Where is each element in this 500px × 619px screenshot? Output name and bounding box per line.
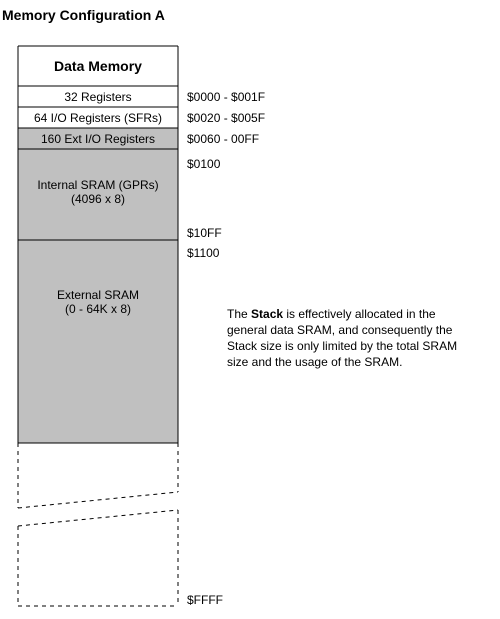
address-internal-sram-start: $0100	[187, 157, 221, 171]
stack-note: The Stack is effectively allocated in th…	[227, 306, 477, 370]
external-sram-size: (0 - 64K x 8)	[64, 302, 132, 316]
memory-map-dashed-extension	[17, 443, 179, 607]
data-memory-header: Data Memory	[54, 58, 142, 74]
region-ext-io-registers: 160 Ext I/O Registers	[40, 132, 156, 146]
internal-sram-label: Internal SRAM (GPRs)	[37, 178, 159, 192]
address-end: $FFFF	[187, 593, 223, 607]
address-internal-sram-end: $10FF	[187, 226, 222, 240]
internal-sram-size: (4096 x 8)	[70, 192, 126, 206]
region-io-registers: 64 I/O Registers (SFRs)	[33, 111, 163, 125]
ext-io-region-fill	[18, 128, 178, 443]
stack-note-suffix: is effectively allocated in the general …	[227, 307, 458, 369]
region-external-sram: External SRAM (0 - 64K x 8)	[18, 288, 178, 316]
stack-note-prefix: The	[227, 307, 252, 321]
address-32-registers: $0000 - $001F	[187, 90, 266, 104]
region-internal-sram: Internal SRAM (GPRs) (4096 x 8)	[18, 178, 178, 206]
stack-note-bold: Stack	[251, 307, 284, 321]
region-32-registers: 32 Registers	[64, 90, 132, 104]
address-io-registers: $0020 - $005F	[187, 111, 266, 125]
address-external-sram-start: $1100	[187, 246, 220, 260]
external-sram-label: External SRAM	[56, 288, 140, 302]
address-ext-io-registers: $0060 - 00FF	[187, 132, 260, 146]
memory-map-outline	[17, 45, 179, 444]
page-title: Memory Configuration A	[2, 7, 165, 23]
